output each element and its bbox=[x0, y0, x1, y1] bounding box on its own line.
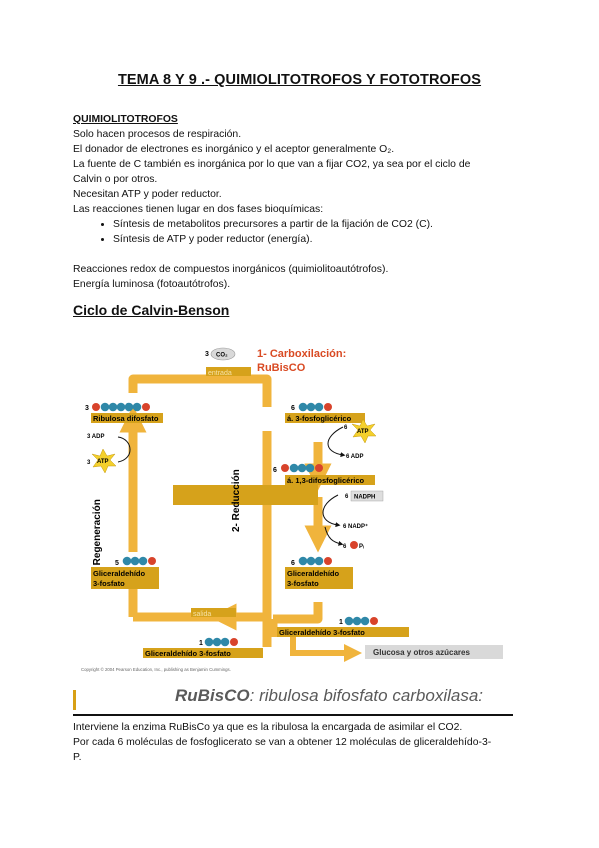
reduccion-label: 2- Reducción bbox=[231, 469, 242, 532]
text-line: Por cada 6 moléculas de fosfoglicerato s… bbox=[73, 737, 492, 748]
adp-right: 6 ADP bbox=[346, 454, 363, 460]
g3p-out-beads bbox=[344, 616, 378, 626]
text-line: Las reacciones tienen lugar en dos fases… bbox=[73, 204, 324, 215]
adp-left: 3 ADP bbox=[87, 434, 104, 440]
nadph-box bbox=[350, 490, 384, 502]
text-line: El donador de electrones es inorgánico y… bbox=[73, 144, 395, 155]
co2-icon bbox=[210, 347, 236, 361]
g3p-bottom-beads bbox=[204, 637, 238, 647]
glucosa-box bbox=[365, 645, 503, 659]
text-line: Reacciones redox de compuestos inorgánic… bbox=[73, 264, 389, 275]
atp-right-icon bbox=[351, 418, 377, 444]
caption-rest: : ribulosa bifosfato carboxilasa: bbox=[249, 686, 484, 705]
atp-left-count: 3 bbox=[87, 460, 91, 466]
fosfoglicerico-bar bbox=[285, 413, 365, 423]
g3p-out-count: 1 bbox=[339, 619, 343, 626]
quimiolitotrofos-section: QUIMIOLITOTROFOS Solo hacen procesos de … bbox=[73, 112, 470, 292]
atp-left-curve bbox=[117, 436, 131, 463]
g3p-right-label1: Gliceraldehído bbox=[287, 569, 340, 578]
carboxilacion-title: 1- Carboxilación: bbox=[257, 348, 346, 360]
text-line: La fuente de C también es inorgánica por… bbox=[73, 159, 471, 170]
regeneracion-label: 3- Regeneración bbox=[92, 499, 103, 577]
fosfoglicerico-count: 6 bbox=[291, 405, 295, 412]
divider bbox=[73, 714, 513, 716]
g3p-left-label2: 3-fosfato bbox=[93, 579, 125, 588]
g3p-left-beads bbox=[122, 556, 156, 566]
glucosa-arrow bbox=[290, 637, 362, 662]
section-heading: QUIMIOLITOTROFOS bbox=[73, 114, 178, 125]
salida-label: salida bbox=[193, 611, 211, 618]
g3p-right-label2: 3-fosfato bbox=[287, 579, 319, 588]
g3p-right-beads bbox=[298, 556, 332, 566]
calvin-cycle-diagram: entrada salida 3 CO₂ 1- Carboxilación: R… bbox=[81, 347, 503, 672]
text-line: Necesitan ATP y poder reductor. bbox=[73, 189, 222, 200]
nadp-plus: 6 NADP⁺ bbox=[343, 523, 368, 530]
middle-bar bbox=[173, 485, 318, 505]
g3p-out-bar bbox=[277, 627, 409, 637]
text-line: Interviene la enzima RuBisCo ya que es l… bbox=[73, 722, 463, 733]
difosfoglicerico-beads bbox=[281, 463, 323, 473]
bullet-item: Síntesis de metabolitos precursores a pa… bbox=[113, 217, 470, 232]
ribulosa-bar bbox=[91, 413, 163, 423]
pi-icon bbox=[350, 541, 358, 549]
atp-right-label: ATP bbox=[357, 429, 369, 435]
g3p-left-bar bbox=[91, 567, 159, 589]
g3p-left-count: 5 bbox=[115, 560, 119, 567]
g3p-bottom-label: Gliceraldehído 3-fosfato bbox=[145, 649, 231, 658]
difosfoglicerico-bar bbox=[285, 475, 375, 485]
entrada-label: entrada bbox=[208, 370, 232, 377]
difosfoglicerico-label: á. 1,3-difosfoglicérico bbox=[287, 476, 365, 485]
atp-right-count: 6 bbox=[344, 425, 348, 431]
fosfoglicerico-label: á. 3-fosfoglicérico bbox=[287, 414, 352, 423]
bullet-list: Síntesis de metabolitos precursores a pa… bbox=[73, 217, 470, 247]
fosfoglicerico-beads bbox=[298, 402, 332, 412]
text-line: Solo hacen procesos de respiración. bbox=[73, 129, 242, 140]
atp-left-icon bbox=[91, 448, 117, 474]
g3p-right-count: 6 bbox=[291, 560, 295, 567]
g3p-bottom-count: 1 bbox=[199, 640, 203, 647]
g3p-bottom-bar bbox=[143, 648, 263, 658]
nadph-label: NADPH bbox=[354, 495, 375, 501]
rubisco-caption: RuBisCO: ribulosa bifosfato carboxilasa: bbox=[175, 686, 483, 706]
ribulosa-label: Ribulosa difosfato bbox=[93, 414, 159, 423]
g3p-out-label: Gliceraldehído 3-fosfato bbox=[279, 628, 365, 637]
difosfoglicerico-count: 6 bbox=[273, 467, 277, 474]
carboxilacion-sub: RuBisCO bbox=[257, 362, 306, 374]
co2-count: 3 bbox=[205, 351, 209, 358]
text-line: Calvin o por otros. bbox=[73, 174, 158, 185]
copyright: Copyright © 2004 Pearson Education, Inc.… bbox=[81, 667, 231, 672]
glucosa-label: Glucosa y otros azúcares bbox=[373, 648, 470, 657]
pi-label: Pᵢ bbox=[359, 544, 364, 550]
entrada-bar bbox=[206, 367, 251, 376]
salida-bar bbox=[191, 608, 236, 617]
ribulosa-count: 3 bbox=[85, 405, 89, 412]
final-paragraph: Interviene la enzima RuBisCo ya que es l… bbox=[73, 720, 523, 765]
co2-label: CO₂ bbox=[216, 353, 228, 359]
page-title: TEMA 8 Y 9 .- QUIMIOLITOTROFOS Y FOTOTRO… bbox=[117, 72, 482, 88]
calvin-heading: Ciclo de Calvin-Benson bbox=[73, 302, 230, 318]
bullet-item: Síntesis de ATP y poder reductor (energí… bbox=[113, 232, 470, 247]
nadph-curve bbox=[322, 494, 341, 528]
caption-marker bbox=[73, 690, 76, 710]
g3p-left-label1: Gliceraldehído bbox=[93, 569, 146, 578]
g3p-right-bar bbox=[285, 567, 353, 589]
atp-left-label: ATP bbox=[97, 459, 109, 465]
pi-count: 6 bbox=[343, 544, 347, 550]
ribulosa-beads bbox=[92, 402, 150, 412]
pi-curve bbox=[324, 526, 344, 546]
atp-right-curve bbox=[327, 426, 346, 458]
nadph-count: 6 bbox=[345, 494, 349, 500]
text-line: P. bbox=[73, 752, 82, 763]
caption-bold: RuBisCO bbox=[175, 686, 250, 705]
text-line: Energía luminosa (fotoautótrofos). bbox=[73, 279, 231, 290]
